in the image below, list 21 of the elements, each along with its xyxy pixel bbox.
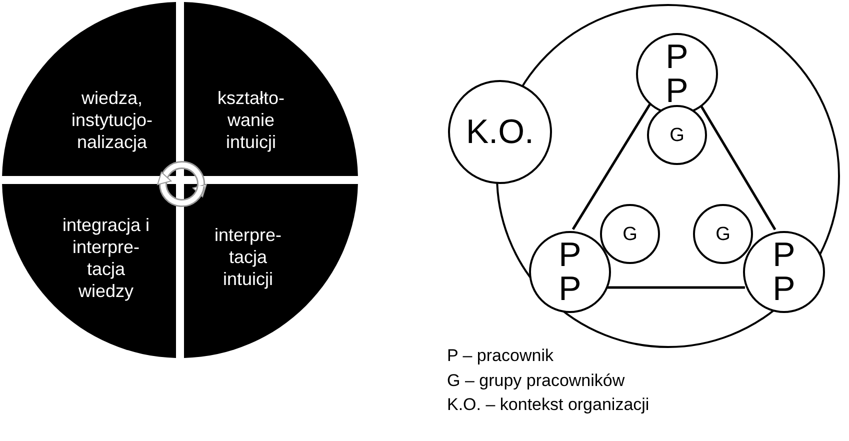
circle-label: K.O. — [466, 115, 534, 149]
quadrant-label: kształto- wanie intuicji — [216, 87, 286, 153]
circle-node — [647, 105, 707, 165]
circle-label: G — [622, 224, 638, 244]
key-text: K.O. – kontekst organizacji — [447, 395, 650, 415]
circle-label: P — [666, 74, 688, 108]
circle-label: G — [670, 126, 684, 144]
circle-label: G — [716, 224, 730, 244]
connector-line — [605, 286, 745, 289]
circle-label: P — [772, 272, 796, 306]
quadrant-label: wiedza, instytucjo- nalizacja — [70, 87, 154, 153]
connector-line — [572, 104, 651, 230]
quadrant-label: integracja i interpre- tacja wiedzy — [61, 214, 151, 302]
circle-label: P — [558, 238, 582, 272]
key-text: G – grupy pracowników — [447, 371, 625, 391]
circle-label: P — [772, 238, 796, 272]
circle-label: P — [558, 272, 582, 306]
circle-label: P — [666, 40, 688, 74]
quadrant-label: interpre- tacja intuicji — [213, 224, 283, 290]
connector-line — [699, 104, 776, 230]
key-text: P – pracownik — [447, 346, 554, 366]
